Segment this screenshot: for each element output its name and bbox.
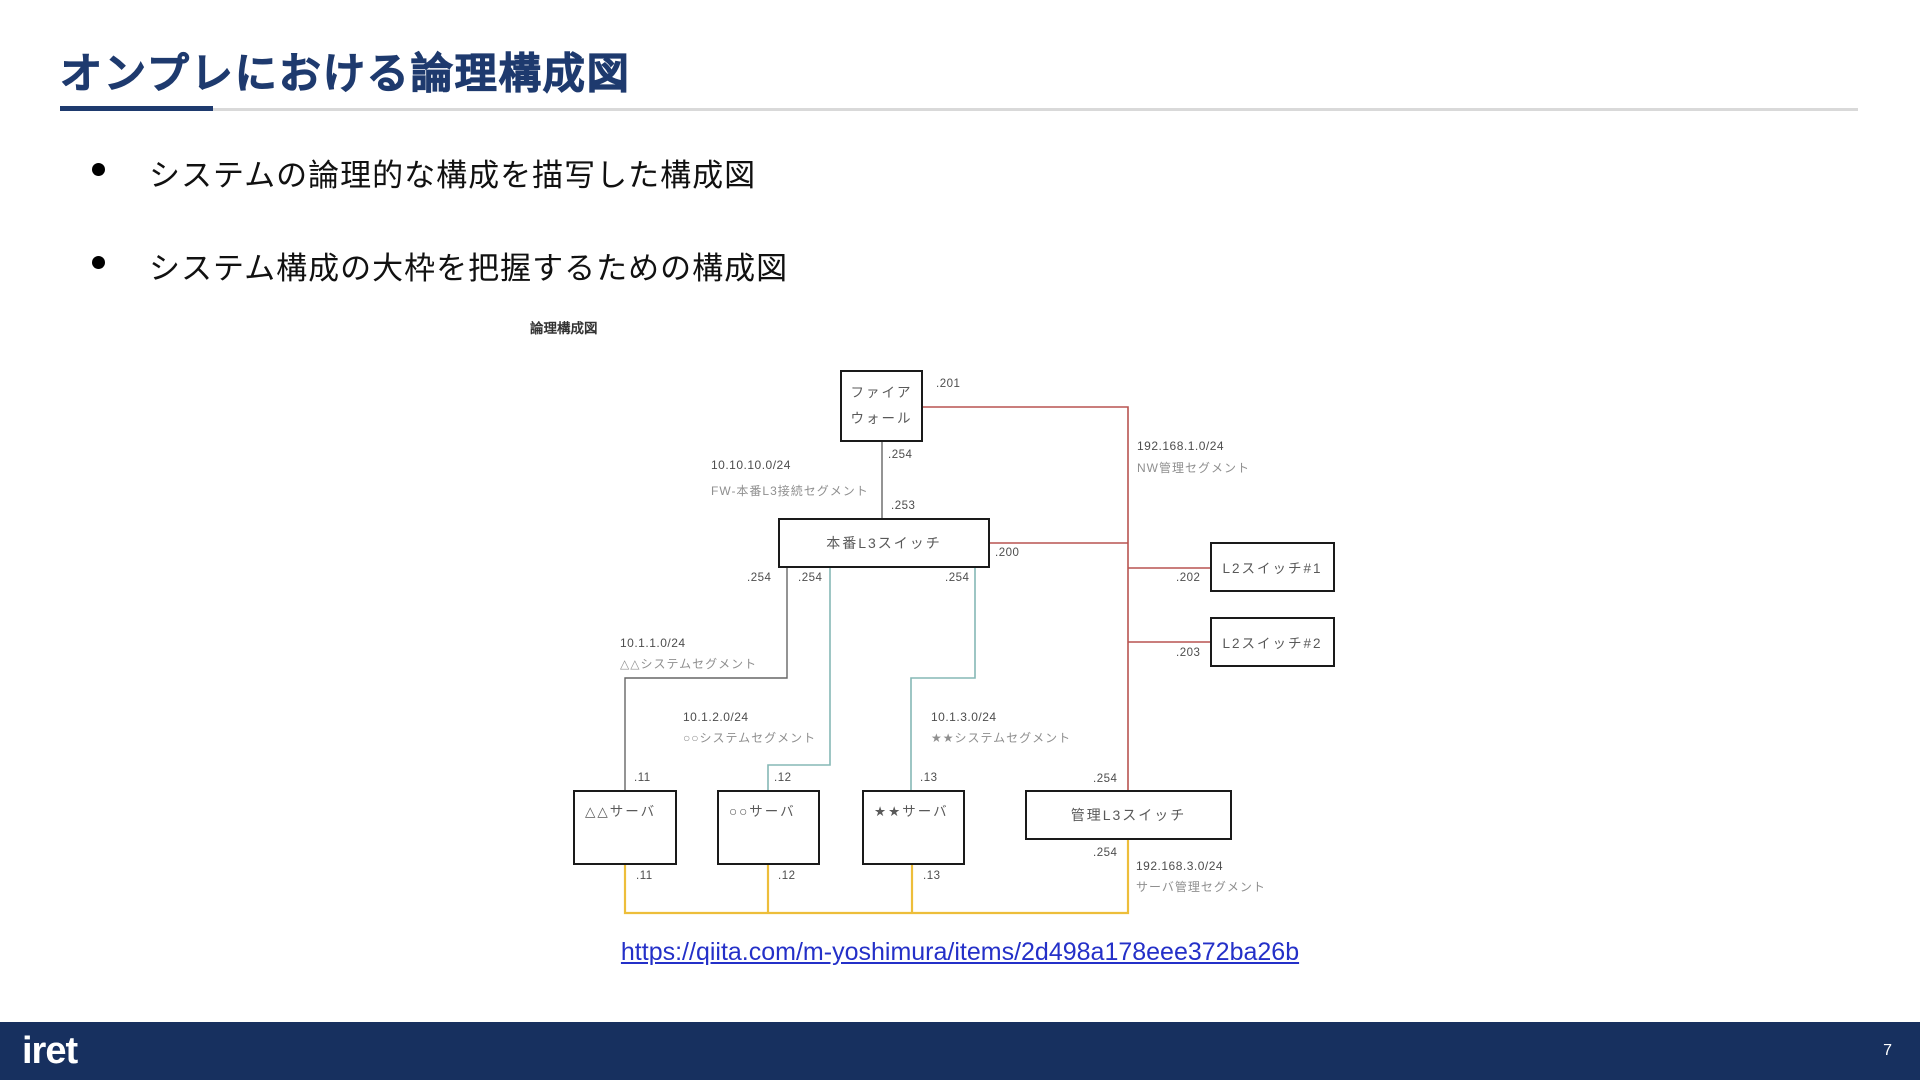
footer-bar: iret 7 — [0, 1022, 1920, 1080]
port-l3-down-b: .254 — [798, 572, 823, 584]
segment-srv-mgmt-cidr: 192.168.3.0/24 — [1136, 859, 1224, 873]
firewall-label-line1: ファイア — [850, 385, 913, 401]
bullet-text: システム構成の大枠を把握するための構成図 — [149, 251, 789, 286]
port-server-a-down: .11 — [636, 870, 653, 882]
node-server-b: ○○サーバ — [717, 790, 820, 865]
page-title: オンプレにおける論理構成図 — [60, 50, 631, 98]
line-system-segment-b — [767, 568, 831, 790]
port-l3-up: .253 — [891, 500, 916, 512]
line-nw-mgmt-segment — [923, 406, 1129, 790]
bullet-list: システムの論理的な構成を描写した構成図 システム構成の大枠を把握するための構成図 — [92, 150, 788, 336]
port-l3-down-a: .254 — [747, 572, 772, 584]
bullet-text: システムの論理的な構成を描写した構成図 — [149, 158, 757, 193]
segment-nw-mgmt-name: NW管理セグメント — [1137, 461, 1250, 475]
segment-sys-a-cidr: 10.1.1.0/24 — [620, 636, 686, 650]
port-l2-1: .202 — [1176, 572, 1201, 584]
list-item: システム構成の大枠を把握するための構成図 — [92, 243, 788, 288]
node-mgmt-l3-switch: 管理L3スイッチ — [1025, 790, 1232, 840]
segment-fw-l3-name: FW-本番L3接続セグメント — [711, 484, 869, 498]
segment-srv-mgmt-name: サーバ管理セグメント — [1136, 880, 1266, 894]
diagram-connection-lines — [623, 406, 1210, 915]
node-l2-switch-2: L2スイッチ#2 — [1210, 617, 1335, 667]
port-fw-wan: .201 — [936, 378, 961, 390]
list-item: システムの論理的な構成を描写した構成図 — [92, 150, 788, 195]
node-firewall: ファイア ウォール — [840, 370, 923, 442]
segment-sys-a-name: △△システムセグメント — [620, 657, 758, 671]
port-server-b-down: .12 — [778, 870, 796, 882]
node-prod-l3-switch: 本番L3スイッチ — [778, 518, 990, 568]
segment-sys-b-name: ○○システムセグメント — [683, 731, 817, 745]
port-server-b-up: .12 — [774, 772, 792, 784]
title-underline-accent — [60, 106, 213, 111]
firewall-label-line2: ウォール — [850, 411, 913, 426]
segment-sys-c-name: ★★システムセグメント — [931, 731, 1072, 745]
iret-logo: iret — [22, 1030, 78, 1072]
port-l3-mgmt: .200 — [995, 547, 1020, 559]
port-fw-down: .254 — [888, 449, 913, 461]
port-l2-2: .203 — [1176, 647, 1201, 659]
segment-sys-b-cidr: 10.1.2.0/24 — [683, 710, 749, 724]
node-server-a: △△サーバ — [573, 790, 677, 865]
node-server-c: ★★サーバ — [862, 790, 965, 865]
title-underline-rule — [213, 108, 1858, 111]
port-l3-down-c: .254 — [945, 572, 970, 584]
line-system-segment-a — [624, 568, 788, 790]
bullet-icon — [92, 163, 105, 176]
line-system-segment-c — [910, 568, 976, 790]
diagram-caption: 論理構成図 — [530, 321, 598, 336]
segment-fw-l3-cidr: 10.10.10.0/24 — [711, 458, 791, 472]
line-server-mgmt-bus — [623, 840, 1130, 915]
port-server-a-up: .11 — [634, 772, 651, 784]
node-l2-switch-1: L2スイッチ#1 — [1210, 542, 1335, 592]
port-server-c-down: .13 — [923, 870, 941, 882]
segment-sys-c-cidr: 10.1.3.0/24 — [931, 710, 997, 724]
network-diagram: 論理構成図 ファイア ウォール 本番L3スイッチ L2スイッチ#1 L2スイッチ… — [420, 255, 1380, 955]
source-link-container: https://qiita.com/m-yoshimura/items/2d49… — [0, 938, 1920, 967]
source-link[interactable]: https://qiita.com/m-yoshimura/items/2d49… — [620, 938, 1300, 966]
bullet-icon — [92, 256, 105, 269]
port-mgmt-down: .254 — [1093, 847, 1118, 859]
port-mgmt-up: .254 — [1093, 773, 1118, 785]
page-number: 7 — [1883, 1042, 1892, 1059]
segment-nw-mgmt-cidr: 192.168.1.0/24 — [1137, 439, 1225, 453]
port-server-c-up: .13 — [920, 772, 938, 784]
